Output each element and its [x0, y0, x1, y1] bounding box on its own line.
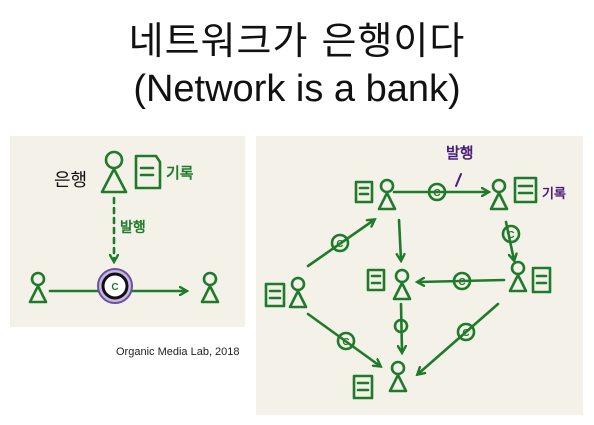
svg-text:C: C [462, 328, 469, 339]
edge-right-to-center [418, 280, 506, 282]
edge-center-down [399, 218, 401, 260]
bank-label: 은행 [54, 170, 87, 191]
centralized-bank-diagram: 은행 기록 발행 C [10, 136, 245, 327]
sender-person-icon [28, 271, 48, 304]
record-label-right: 기록 [542, 187, 566, 202]
coin-icon: C [330, 233, 350, 253]
network-node-left [264, 276, 308, 309]
edge-left-to-bottom [306, 312, 380, 366]
coin-icon: C [336, 331, 356, 351]
svg-text:C: C [336, 239, 343, 250]
central-coin-icon: C [97, 268, 133, 304]
network-node-right [508, 260, 552, 294]
network-bank-diagram: 발행 기록 C C C C C C [256, 136, 583, 415]
coin-icon: C [456, 322, 476, 342]
ledger-icon [134, 154, 162, 190]
coin-symbol: C [111, 282, 118, 293]
svg-text:C: C [433, 188, 440, 199]
title-english: (Network is a bank) [133, 68, 461, 110]
bank-person-icon [100, 150, 128, 194]
record-label: 기록 [166, 164, 194, 182]
coin-icon: C [452, 271, 472, 291]
credit-caption: Organic Media Lab, 2018 [116, 346, 240, 358]
coin-icon: C [501, 224, 521, 244]
svg-text:C: C [342, 337, 349, 348]
issue-label: 발행 [120, 219, 146, 236]
network-node-bottom [352, 360, 408, 400]
coin-icon: C [427, 182, 447, 202]
svg-text:C: C [507, 230, 514, 241]
receiver-person-icon [200, 271, 220, 304]
issue-label-right: 발행 [446, 144, 474, 162]
svg-text:C: C [458, 277, 465, 288]
edge-right-to-bottom [418, 302, 500, 374]
network-node-top-right [489, 176, 538, 211]
title-korean: 네트워크가 은행이다 [128, 19, 466, 63]
edge-center-to-bottom [401, 302, 402, 352]
coin-icon [393, 318, 409, 334]
edge-left-up [306, 220, 374, 268]
network-node-center [366, 268, 412, 301]
network-node-top [354, 178, 397, 211]
